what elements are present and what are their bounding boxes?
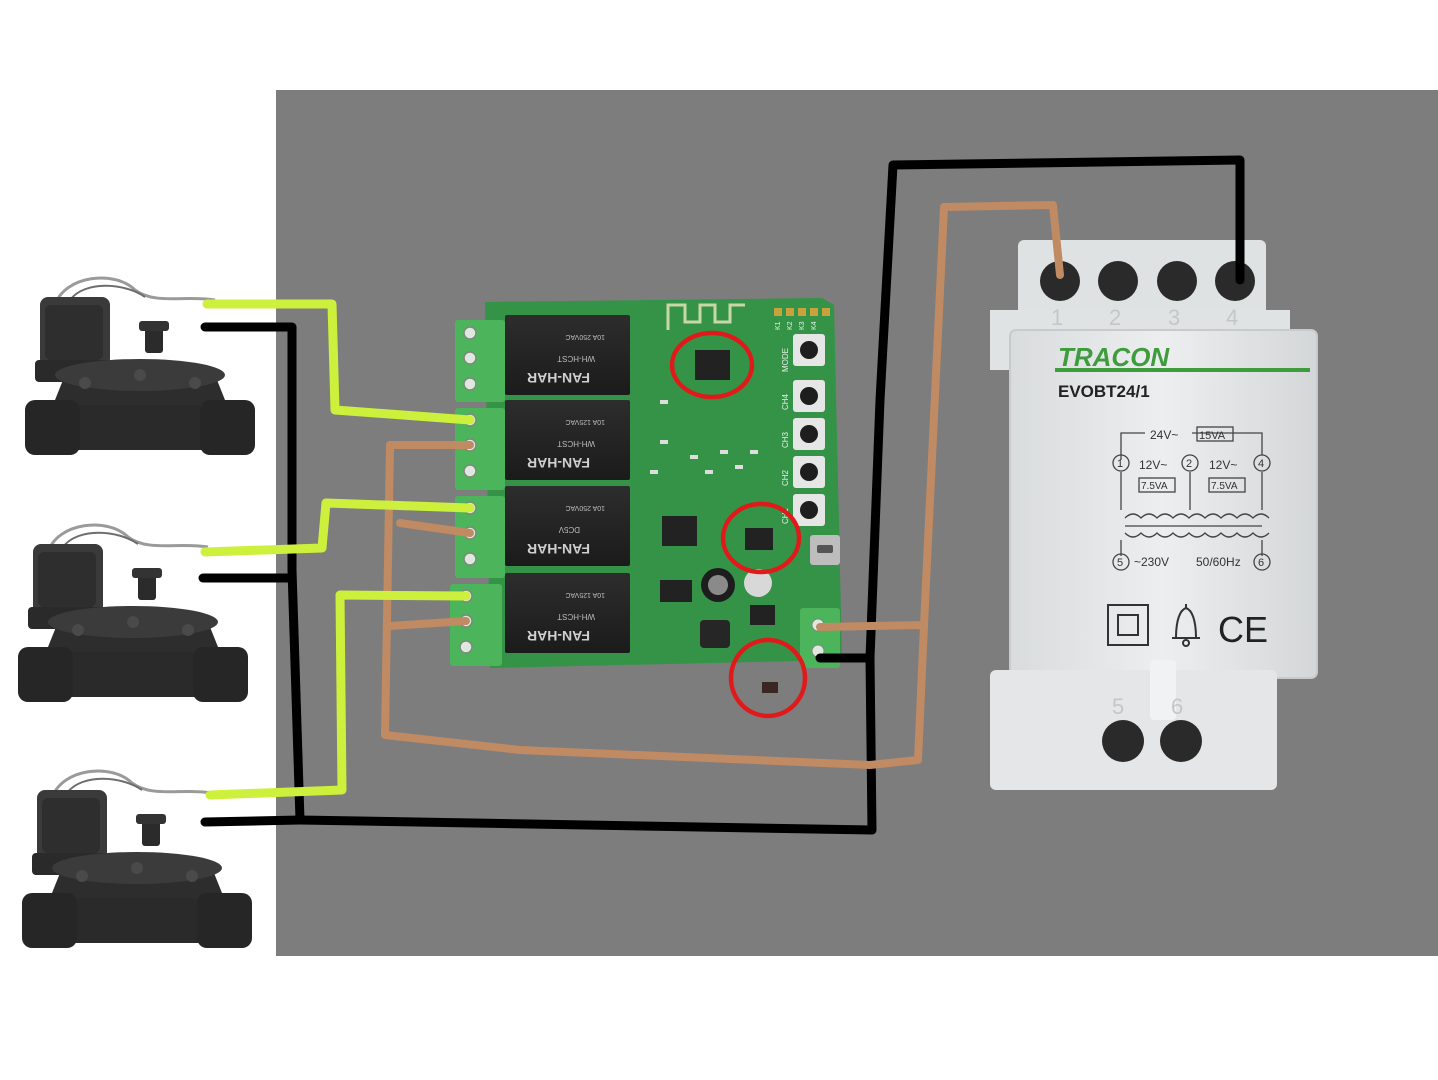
highlight-regulator [720, 501, 802, 575]
inductor [700, 620, 730, 648]
double-square-icon [1107, 604, 1149, 646]
schematic-right-va: 7.5VA [1211, 481, 1238, 492]
relay-4-brand: FAN-HAR [527, 628, 590, 644]
terminal-label-5: 5 [1112, 694, 1124, 719]
brown-wire-relay-3 [396, 519, 474, 537]
relay-3-rating: 10A 250VAC [565, 504, 605, 511]
relay-4 [505, 573, 630, 653]
transformer-schematic [1112, 426, 1271, 571]
relay-2 [505, 400, 630, 480]
schematic-left-va: 7.5VA [1141, 481, 1168, 492]
schematic-pin-4: 4 [1258, 458, 1264, 470]
schematic-right-voltage: 12V~ [1209, 458, 1237, 472]
regulator-chip [745, 528, 773, 550]
transformer-model: EVOBT24/1 [1058, 382, 1150, 401]
relay-2-brand: FAN-HAR [527, 455, 590, 471]
schematic-total-va: 15VA [1199, 430, 1226, 442]
relay-2-model: WH-HCST [557, 439, 595, 448]
button-label-ch4: CH4 [781, 393, 790, 410]
yellow-wire-valve-2 [200, 498, 475, 557]
relay-3-coil: DC5V [558, 525, 580, 534]
relay-1 [505, 315, 630, 395]
terminal-label-4: 4 [1226, 305, 1238, 330]
relay-1-model: WH-HCST [557, 354, 595, 363]
brown-wire-relay-4 [386, 617, 470, 630]
highlight-circles [669, 330, 808, 719]
header-label-k1: K1 [775, 321, 782, 330]
transformer-brand: TRACON [1058, 342, 1170, 372]
relay-4-rating: 10A 125VAC [565, 591, 605, 598]
black-wire-common [200, 322, 305, 827]
shift-register-chip [660, 580, 692, 602]
schematic-pin-6: 6 [1258, 557, 1264, 569]
terminal-label-6: 6 [1171, 694, 1183, 719]
relay-4-model: WH-HCST [557, 612, 595, 621]
black-wire-to-transformer [295, 653, 877, 835]
driver-chip [662, 516, 697, 546]
button-label-mode: MODE [781, 348, 790, 372]
relay-1-rating: 10A 250VAC [565, 333, 605, 340]
button-label-ch3: CH3 [781, 431, 790, 448]
terminal-block-1 [455, 320, 505, 402]
schematic-input-voltage: ~230V [1134, 555, 1169, 569]
transformer [990, 240, 1318, 790]
button-label-ch1: CH1 [781, 507, 790, 524]
schematic-pin-1: 1 [1117, 458, 1123, 470]
brown-wire-loop [381, 441, 928, 769]
highlight-smd-component [728, 637, 808, 719]
terminal-label-3: 3 [1168, 305, 1180, 330]
ce-mark: CE [1218, 609, 1268, 650]
schematic-total-voltage: 24V~ [1150, 428, 1178, 442]
yellow-wire-valve-3 [205, 590, 471, 800]
wifi-chip [695, 350, 730, 380]
header-label-k3: K3 [799, 321, 806, 330]
relay-labels: FAN-HAR WH-HCST 10A 250VAC FAN-HAR WH-HC… [527, 333, 605, 644]
button-label-ch2: CH2 [781, 469, 790, 486]
yellow-wire-valve-1 [202, 299, 475, 425]
schematic-pin-5: 5 [1117, 557, 1123, 569]
black-wire-trunk [865, 155, 1245, 663]
relay-board [450, 298, 842, 693]
schematic-frequency: 50/60Hz [1196, 555, 1241, 569]
wifi-antenna-trace [666, 303, 745, 330]
highlight-wifi-chip [669, 330, 755, 400]
black-wires [198, 155, 1245, 835]
brown-wire-to-transformer [920, 201, 1064, 629]
header-label-k2: K2 [787, 321, 794, 330]
terminal-label-1: 1 [1051, 305, 1063, 330]
bell-icon [1172, 604, 1200, 647]
smd-component [762, 682, 778, 693]
terminal-label-2: 2 [1109, 305, 1121, 330]
relay-3 [505, 486, 630, 566]
yellow-green-wires [200, 299, 475, 800]
button-column [793, 334, 825, 526]
board-silkscreen: MODE CH4 CH3 CH2 CH1 K1 K2 K3 K4 [775, 321, 818, 524]
regulator-chip-2 [750, 605, 775, 625]
relay-3-brand: FAN-HAR [527, 541, 590, 557]
schematic-pin-2: 2 [1186, 458, 1192, 470]
schematic-left-voltage: 12V~ [1139, 458, 1167, 472]
brown-wires [381, 201, 1064, 769]
relay-1-brand: FAN-HAR [527, 370, 590, 386]
header-label-k4: K4 [811, 321, 818, 330]
relay-2-rating: 10A 125VAC [565, 418, 605, 425]
